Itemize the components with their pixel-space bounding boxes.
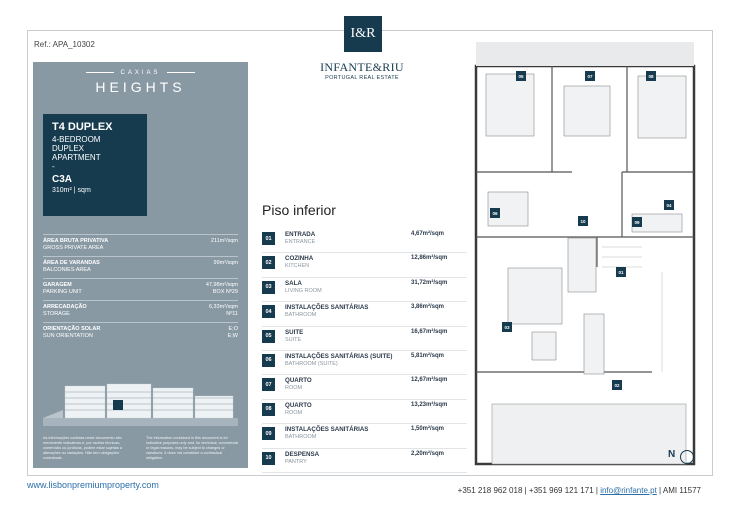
contact-info: +351 218 962 018 | +351 969 121 171 | in… — [458, 486, 701, 495]
phone-numbers: +351 218 962 018 | +351 969 121 171 | — [457, 486, 598, 495]
floor-title: Piso inferior — [262, 202, 336, 218]
plan-label-04 — [664, 200, 674, 210]
plan-text-06: 06 — [492, 211, 498, 216]
unit-type: T4 DUPLEX — [52, 121, 113, 133]
plan-text-03: 03 — [504, 325, 510, 330]
website-link[interactable]: www.lisbonpremiumproperty.com — [27, 480, 159, 490]
plan-text-02: 02 — [614, 383, 620, 388]
plan-label-09 — [632, 217, 642, 227]
ami-license: | AMI 11577 — [659, 486, 701, 495]
unit-summary-box: T4 DUPLEX 4-BEDROOM DUPLEX APARTMENT - C… — [43, 114, 147, 216]
north-indicator: N — [668, 449, 676, 460]
plan-text-01: 01 — [618, 270, 624, 275]
brand-main: HEIGHTS — [95, 79, 186, 95]
plan-text-05: 05 — [518, 74, 524, 79]
disclaimer-en: The information contained in this docume… — [146, 436, 239, 460]
unit-code: C3A — [52, 174, 73, 185]
plan-label-05 — [516, 71, 526, 81]
building-elevation-illustration — [43, 383, 238, 426]
plan-label-07 — [585, 71, 595, 81]
unit-description: 4-BEDROOM DUPLEX APARTMENT - — [52, 135, 101, 171]
reference-code: Ref.: APA_10302 — [34, 40, 95, 49]
floor-plan: 05 07 08 06 10 09 04 01 03 02 — [474, 42, 696, 466]
plan-label-10 — [578, 216, 588, 226]
disclaimer-pt: As informações contidas neste documento … — [43, 436, 122, 460]
company-name: INFANTE&RIU — [320, 60, 404, 74]
plan-label-03 — [502, 322, 512, 332]
plan-text-08: 08 — [648, 74, 654, 79]
development-panel: CAXIAS HEIGHTS T4 DUPLEX 4-BEDROOM DUPLE… — [33, 62, 248, 468]
plan-label-06 — [490, 208, 500, 218]
email-link[interactable]: info@rinfante.pt — [600, 486, 657, 495]
north-arrow-icon — [680, 450, 694, 464]
plan-text-07: 07 — [587, 74, 593, 79]
unit-area: 310m² | sqm — [52, 187, 91, 194]
company-tagline: PORTUGAL REAL ESTATE — [325, 75, 399, 81]
plan-text-10: 10 — [580, 219, 586, 224]
plan-text-09: 09 — [634, 220, 640, 225]
plan-label-01 — [616, 267, 626, 277]
plan-text-04: 04 — [666, 203, 672, 208]
plan-label-02 — [612, 380, 622, 390]
brand-top: CAXIAS — [33, 70, 248, 76]
company-logo-mark: I&R — [344, 16, 382, 52]
plan-label-08 — [646, 71, 656, 81]
